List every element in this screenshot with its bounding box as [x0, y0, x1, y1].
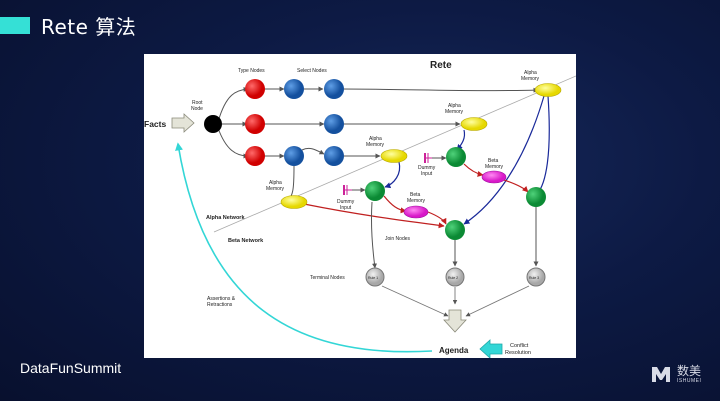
rule-2-node: [445, 267, 465, 287]
dummy-input-a: [343, 185, 352, 195]
alpha-memory-left-label-1: Alpha: [269, 180, 282, 186]
rule-1-node: [365, 267, 385, 287]
facts-label: Facts: [144, 119, 166, 129]
edge-alphaR-join1: [384, 161, 401, 189]
edge-alphaM-join2: [456, 129, 466, 151]
type-node-2: [245, 114, 265, 134]
beta-memory-b-label-1: Beta: [488, 158, 499, 164]
edge-select-select3: [301, 147, 325, 155]
type-node-3: [245, 146, 265, 166]
rule-3-label: Rule 3: [529, 276, 539, 280]
dummy-input-b-label-2: Input: [421, 171, 433, 177]
join-node-1: [365, 181, 385, 201]
select-node-3: [324, 114, 344, 134]
root-node-label-2: Node: [191, 106, 203, 112]
join-node-3: [445, 220, 465, 240]
alpha-memory-mid-label-2: Memory: [445, 109, 464, 115]
company-logo: 数美 ISHUMEI: [650, 362, 701, 386]
join-node-4: [526, 187, 546, 207]
rete-diagram-panel: Rete Facts Root Node Type Nodes Select N…: [144, 54, 576, 358]
beta-memory-b: [481, 170, 507, 184]
title-accent-block: [0, 16, 30, 34]
alpha-memory-right-label-1: Alpha: [369, 136, 382, 142]
alpha-memory-mid: [460, 117, 488, 131]
edge-rule3-agenda: [465, 285, 530, 317]
join-node-2: [446, 147, 466, 167]
agenda-label: Agenda: [439, 346, 469, 355]
edge-rule1-agenda: [381, 285, 449, 317]
alpha-network-label: Alpha Network: [206, 215, 245, 221]
select-nodes-label: Select Nodes: [297, 68, 327, 74]
edge-betaB-join4: [503, 179, 529, 193]
edge-to-alpha-top: [341, 87, 539, 93]
agenda-down-arrow-icon: [443, 309, 467, 333]
slide-title: Rete 算法: [41, 14, 137, 39]
select-node-4: [284, 146, 304, 166]
rule-3-node: [526, 267, 546, 287]
edge-alphaL-join3: [303, 203, 445, 229]
beta-memory-a-label-1: Beta: [410, 192, 421, 198]
dummy-input-b-label-1: Dummy: [418, 165, 436, 171]
edge-root-type3: [217, 127, 249, 159]
type-nodes-label: Type Nodes: [238, 68, 265, 74]
join-nodes-label: Join Nodes: [385, 236, 411, 242]
root-node-label-1: Root: [192, 100, 203, 106]
beta-memory-b-label-2: Memory: [485, 164, 504, 170]
alpha-memory-mid-label-1: Alpha: [448, 103, 461, 109]
alpha-memory-top-label-2: Memory: [521, 76, 540, 82]
root-node: [204, 115, 222, 133]
footer-brand: DataFunSummit: [20, 360, 122, 376]
beta-memory-a-label-2: Memory: [407, 198, 426, 204]
beta-network-label: Beta Network: [228, 238, 264, 244]
conflict-label-1: Conflict: [510, 343, 529, 349]
conflict-arrow-icon: [479, 339, 503, 358]
alpha-memory-top-label-1: Alpha: [524, 70, 537, 76]
terminal-nodes-label: Terminal Nodes: [310, 275, 345, 281]
edge-betaA-join3: [427, 211, 447, 225]
edge-root-type1: [217, 86, 249, 123]
dummy-input-b: [424, 153, 432, 163]
diagram-title: Rete: [430, 60, 452, 71]
type-node-1: [245, 79, 265, 99]
feedback-arrow: [175, 142, 433, 353]
dummy-input-a-label-2: Input: [340, 205, 352, 211]
dummy-input-a-label-1: Dummy: [337, 199, 355, 205]
select-node-1: [284, 79, 304, 99]
rule-1-label: Rule 1: [368, 276, 378, 280]
alpha-memory-right-label-2: Memory: [366, 142, 385, 148]
rete-diagram: Rete Facts Root Node Type Nodes Select N…: [144, 60, 576, 358]
select-node-5: [324, 146, 344, 166]
assertions-label-1: Assertions &: [207, 296, 236, 302]
edge-join1-betaA: [383, 195, 407, 214]
edge-alphaT-join3: [463, 95, 545, 225]
alpha-memory-left: [280, 195, 308, 209]
beta-memory-a: [403, 205, 429, 219]
logo-text: 数美: [677, 363, 702, 378]
conflict-label-2: Resolution: [505, 350, 531, 356]
alpha-memory-left-label-2: Memory: [266, 186, 285, 192]
logo-subtext: ISHUMEI: [677, 377, 702, 384]
edge-join2-betaB: [463, 163, 484, 177]
m-logo-icon: [652, 367, 670, 382]
facts-arrow-icon: [171, 113, 195, 133]
rule-2-label: Rule 2: [448, 276, 458, 280]
alpha-memory-right: [380, 149, 408, 163]
assertions-label-2: Retractions: [207, 302, 233, 308]
title-bar: Rete 算法: [0, 14, 300, 39]
edge-join1-rule1: [370, 201, 377, 269]
alpha-memory-top: [534, 83, 562, 97]
select-node-2: [324, 79, 344, 99]
